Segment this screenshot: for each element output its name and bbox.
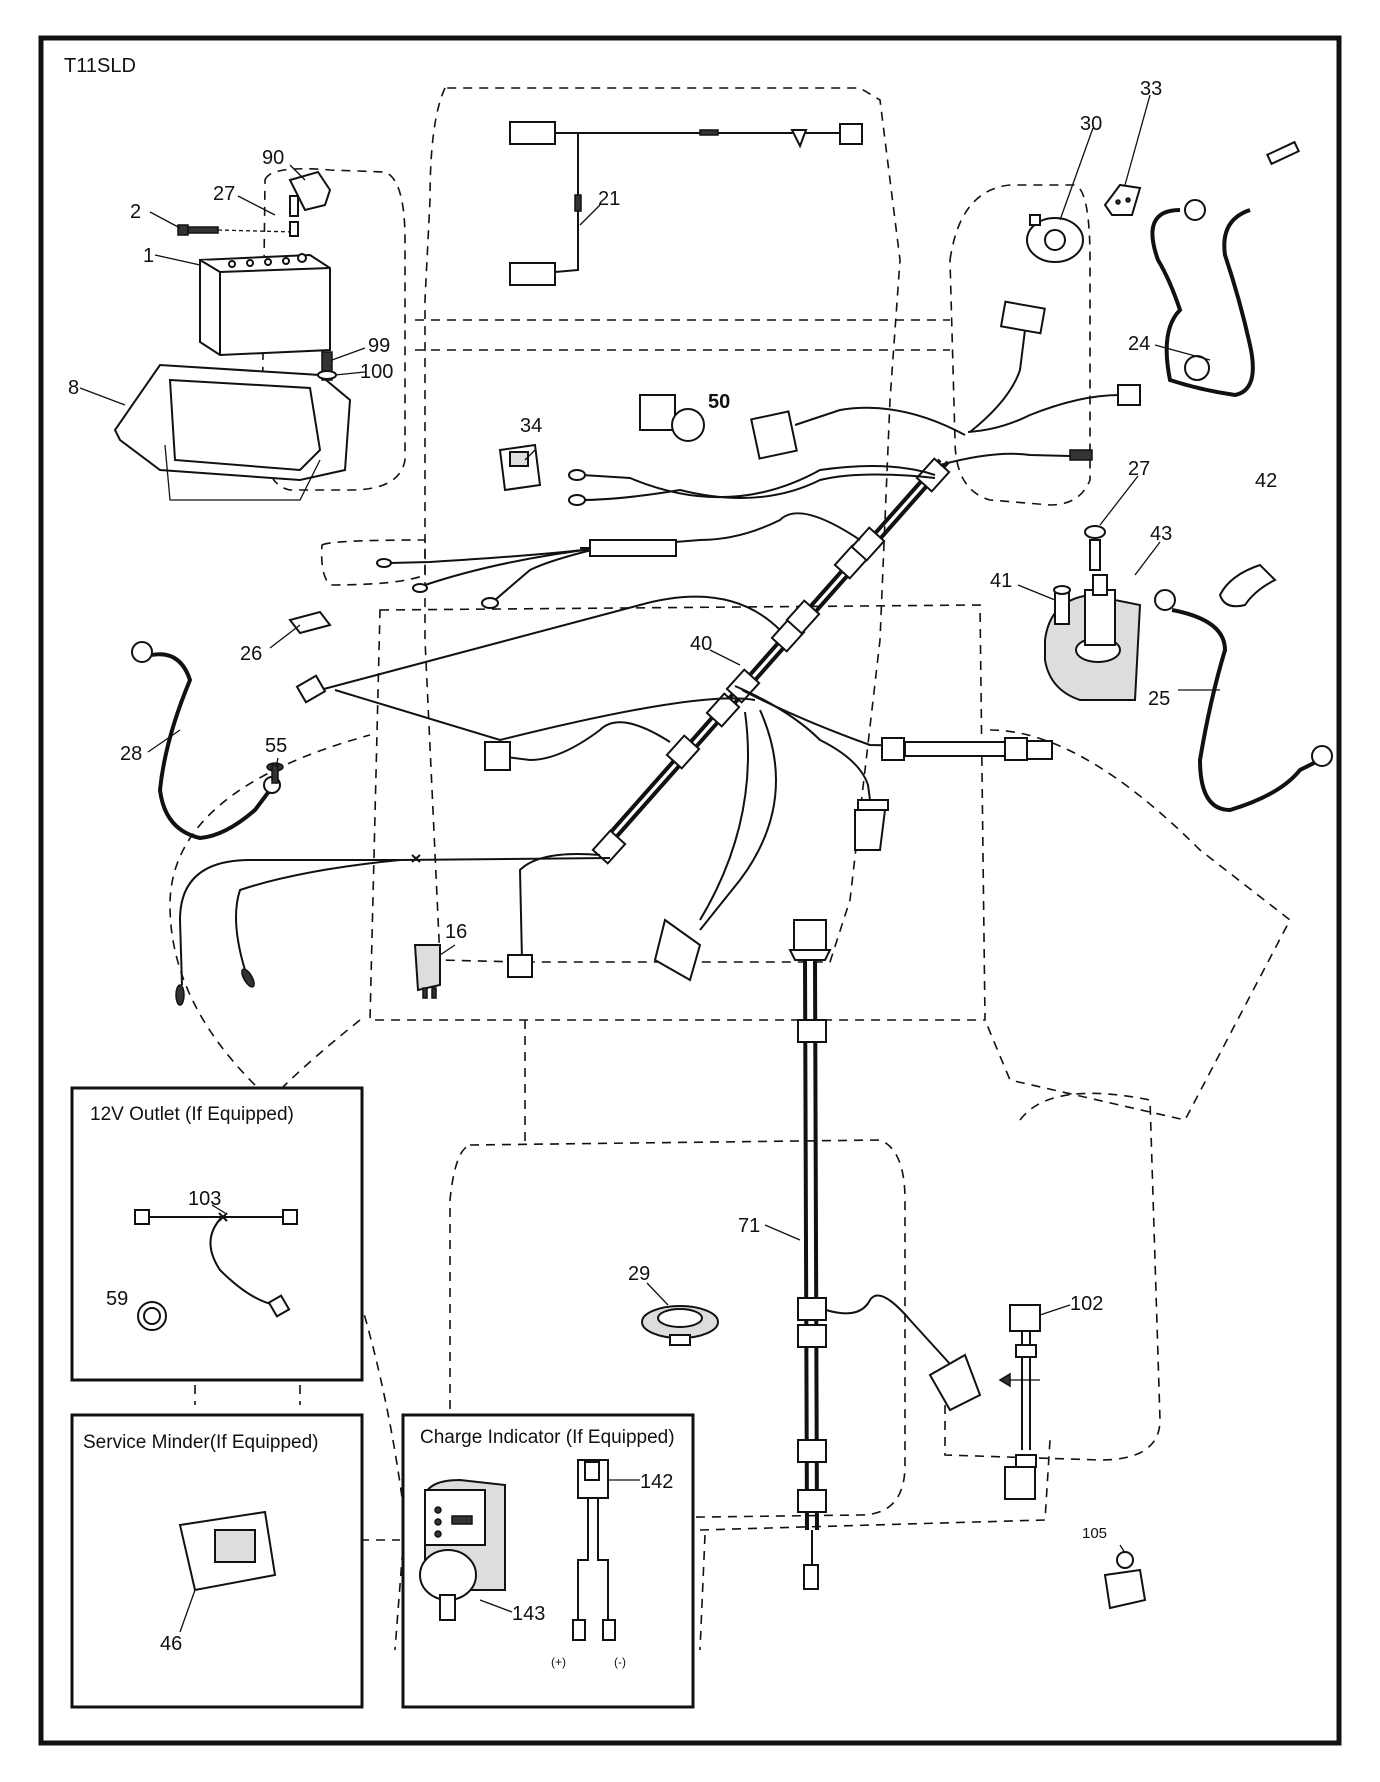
label-100: 100 — [360, 361, 393, 383]
harness-102 — [998, 1304, 1041, 1500]
battery-tray — [113, 363, 352, 501]
clamp-bolt-99-100 — [317, 351, 337, 381]
main-harness-40 — [175, 300, 1141, 1006]
inset-charge-title: Charge Indicator (If Equipped) — [420, 1427, 675, 1448]
label-103: 103 — [188, 1188, 221, 1210]
plus-label: (+) — [551, 1655, 566, 1669]
inset-12v-title: 12V Outlet (If Equipped) — [90, 1104, 294, 1125]
bolt-2 — [177, 224, 296, 236]
bolt-41 — [1053, 585, 1071, 625]
label-142: 142 — [640, 1471, 673, 1493]
label-102: 102 — [1070, 1293, 1103, 1315]
label-24: 24 — [1128, 333, 1150, 355]
label-27-solenoid: 27 — [1128, 458, 1150, 480]
label-90: 90 — [262, 147, 284, 169]
label-16: 16 — [445, 921, 467, 943]
label-27-battery: 27 — [213, 183, 235, 205]
horn-29 — [641, 1305, 719, 1346]
label-43: 43 — [1150, 523, 1172, 545]
label-26: 26 — [240, 643, 262, 665]
nut-27-solenoid — [1084, 525, 1106, 571]
inset-12v-outlet: 12V Outlet (If Equipped) — [70, 1086, 364, 1382]
relay-16 — [413, 944, 441, 999]
harness-71 — [788, 919, 982, 1590]
label-29: 29 — [628, 1263, 650, 1285]
nut-27-battery — [289, 221, 299, 237]
fuse-26 — [288, 610, 332, 635]
label-50: 50 — [708, 391, 730, 413]
ground-cable-28 — [131, 641, 281, 841]
inset-service-title: Service Minder(If Equipped) — [83, 1432, 319, 1453]
label-41: 41 — [990, 570, 1012, 592]
label-plate — [750, 410, 798, 460]
boot-42 — [1218, 563, 1277, 608]
label-34: 34 — [520, 415, 542, 437]
label-21: 21 — [598, 188, 620, 210]
minus-label: (-) — [614, 1655, 626, 1669]
diagram-frame — [38, 35, 1342, 1746]
label-1: 1 — [143, 245, 154, 267]
part-number-labels: 90 27 2 1 8 99 100 21 30 33 24 50 34 27 … — [68, 78, 1277, 1655]
label-33: 33 — [1140, 78, 1162, 100]
label-71: 71 — [738, 1215, 760, 1237]
terminal-cover-90 — [288, 170, 332, 217]
pto-switch-50 — [639, 394, 705, 442]
solenoid-43 — [1044, 574, 1142, 701]
label-105: 105 — [1082, 1525, 1107, 1542]
battery — [199, 253, 331, 357]
harness-21 — [509, 121, 863, 286]
label-99: 99 — [368, 335, 390, 357]
label-28: 28 — [120, 743, 142, 765]
keys-33 — [1103, 183, 1142, 216]
inset-charge-indicator: Charge Indicator (If Equipped) (+) (-) — [401, 1413, 695, 1709]
label-59: 59 — [106, 1288, 128, 1310]
diagram-code: T11SLD — [64, 55, 136, 77]
label-8: 8 — [68, 377, 79, 399]
switch-105 — [1103, 1551, 1147, 1610]
label-30: 30 — [1080, 113, 1102, 135]
switch-34 — [498, 443, 542, 492]
battery-cable-24 — [1150, 140, 1301, 398]
screw-55 — [266, 762, 284, 784]
inset-service-minder: Service Minder(If Equipped) — [70, 1413, 364, 1709]
label-55: 55 — [265, 735, 287, 757]
label-143: 143 — [512, 1603, 545, 1625]
label-42: 42 — [1255, 470, 1277, 492]
battery-cable-25 — [1154, 589, 1333, 813]
label-2: 2 — [130, 201, 141, 223]
leader-lines — [79, 94, 1220, 1633]
label-40: 40 — [690, 633, 712, 655]
label-25: 25 — [1148, 688, 1170, 710]
ignition-switch-30 — [1026, 214, 1084, 263]
label-46: 46 — [160, 1633, 182, 1655]
